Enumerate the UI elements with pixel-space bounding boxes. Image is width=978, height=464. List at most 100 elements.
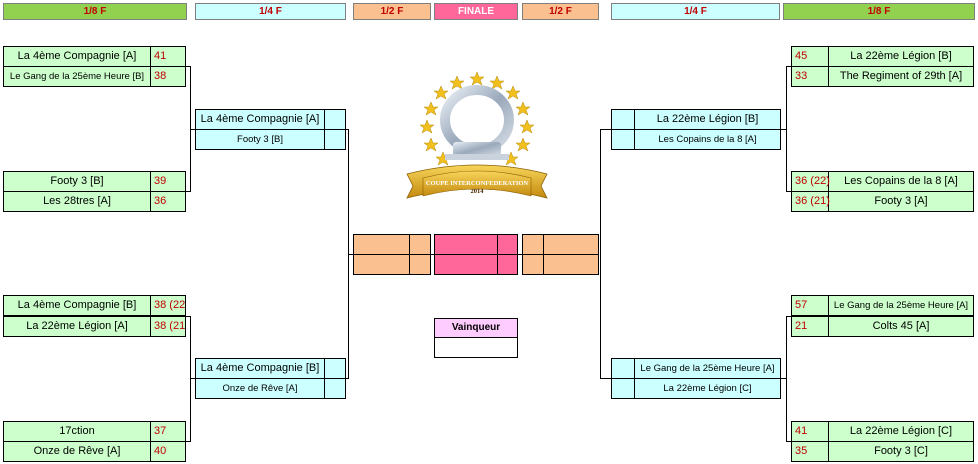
team-score [324, 359, 345, 378]
cell-divider [523, 254, 598, 255]
team-score: 38 (22) [150, 296, 185, 315]
team-name: La 4ème Compagnie [B] [200, 362, 320, 374]
right-r16-team-6: 21 Colts 45 [A] [791, 316, 974, 337]
team-score: 36 (22) [792, 172, 830, 191]
left-qf-team-3: La 4ème Compagnie [B] [195, 358, 346, 379]
bracket-line [786, 66, 791, 67]
team-name: Le Gang de la 25ème Heure [A] [833, 300, 969, 311]
right-r16-team-3: 36 (22) Les Copains de la 8 [A] [791, 171, 974, 192]
team-score [612, 110, 635, 129]
bracket-line [786, 191, 791, 192]
team-score: 45 [792, 47, 829, 66]
team-name: Onze de Rêve [A] [33, 445, 121, 457]
team-score [324, 379, 345, 398]
team-name: 17ction [59, 425, 95, 437]
bracket-line [786, 441, 791, 442]
left-r16-team-5: La 4ème Compagnie [B] 38 (22) [3, 295, 186, 316]
team-name: Footy 3 [B] [237, 134, 283, 145]
team-name: Le Gang de la 25ème Heure [B] [9, 71, 145, 82]
header-right-round-of-16: 1/8 F [783, 3, 975, 20]
bracket-line [781, 378, 787, 379]
bracket-line [186, 441, 191, 442]
header-right-quarter-final: 1/4 F [611, 3, 780, 20]
right-r16-team-2: 33 The Regiment of 29th [A] [791, 66, 974, 87]
team-name: La 4ème Compagnie [A] [17, 50, 137, 62]
team-score [324, 130, 345, 149]
left-r16-team-3: Footy 3 [B] 39 [3, 171, 186, 192]
header-left-quarter-final: 1/4 F [195, 3, 346, 20]
header-right-semi-final: 1/2 F [522, 3, 599, 20]
team-name: The Regiment of 29th [A] [839, 70, 963, 82]
team-name: La 22ème Légion [A] [26, 320, 128, 332]
cell-divider [409, 235, 410, 274]
bracket-line [600, 378, 611, 379]
cell-divider [435, 254, 517, 255]
team-score: 36 (21) [792, 192, 830, 211]
team-name: Les 28tres [A] [43, 195, 111, 207]
bracket-line [348, 254, 353, 255]
bracket-line [190, 316, 191, 442]
team-name: La 22ème Légion [C] [849, 425, 953, 437]
winner-label: Vainqueur [434, 318, 518, 338]
team-name: La 22ème Légion [B] [850, 50, 952, 62]
header-left-round-of-16: 1/8 F [3, 3, 187, 20]
left-r16-team-7: 17ction 37 [3, 421, 186, 442]
laurel-wreath [440, 85, 514, 160]
team-score: 40 [150, 442, 185, 461]
team-name: Onze de Rêve [A] [222, 383, 298, 394]
right-qf-team-2: Les Copains de la 8 [A] [611, 129, 781, 150]
team-score: 38 (21) [150, 317, 185, 336]
bracket-line [786, 316, 787, 442]
left-r16-team-2: Le Gang de la 25ème Heure [B] 38 [3, 66, 186, 87]
logo-year: 2014 [471, 188, 485, 195]
bracket-line [518, 254, 522, 255]
team-name: Les Copains de la 8 [A] [844, 175, 958, 187]
left-r16-team-6: La 22ème Légion [A] 38 (21) [3, 316, 186, 337]
left-qf-team-1: La 4ème Compagnie [A] [195, 109, 346, 130]
team-score [612, 130, 635, 149]
team-name: La 22ème Légion [B] [656, 113, 759, 125]
bracket-line [186, 316, 191, 317]
team-name: Footy 3 [A] [874, 195, 928, 207]
bracket-line [346, 129, 349, 130]
bracket-line [190, 378, 195, 379]
team-name: La 4ème Compagnie [A] [200, 113, 320, 125]
team-score: 41 [792, 422, 829, 441]
left-r16-team-1: La 4ème Compagnie [A] 41 [3, 46, 186, 67]
bracket-line [186, 66, 191, 67]
left-r16-team-4: Les 28tres [A] 36 [3, 191, 186, 212]
right-qf-team-1: La 22ème Légion [B] [611, 109, 781, 130]
team-name: La 22ème Légion [C] [663, 383, 752, 394]
header-final: FINALE [434, 3, 518, 20]
team-name: Footy 3 [C] [874, 445, 928, 457]
right-qf-team-4: La 22ème Légion [C] [611, 378, 781, 399]
team-name: Colts 45 [A] [872, 320, 930, 332]
team-score: 38 [150, 67, 185, 86]
stars-ring [419, 71, 535, 166]
bracket-line [600, 129, 611, 130]
team-score: 37 [150, 422, 185, 441]
team-score: 41 [150, 47, 185, 66]
team-name: Le Gang de la 25ème Heure [A] [640, 363, 775, 374]
team-score [612, 359, 635, 378]
final-box [434, 234, 518, 275]
trophy-logo: COUPE INTERCONFEDERATION 2014 [405, 70, 549, 210]
left-r16-team-8: Onze de Rêve [A] 40 [3, 441, 186, 462]
team-score: 39 [150, 172, 185, 191]
right-r16-team-4: 36 (21) Footy 3 [A] [791, 191, 974, 212]
team-score: 33 [792, 67, 829, 86]
team-score: 35 [792, 442, 829, 461]
right-semi-final-box [522, 234, 599, 275]
team-score: 21 [792, 317, 829, 336]
winner-value [434, 337, 518, 358]
bracket-line [781, 129, 787, 130]
right-r16-team-8: 35 Footy 3 [C] [791, 441, 974, 462]
bracket-line [190, 129, 195, 130]
bracket-line [346, 378, 349, 379]
header-left-semi-final: 1/2 F [353, 3, 431, 20]
left-qf-team-2: Footy 3 [B] [195, 129, 346, 150]
left-semi-final-box [353, 234, 431, 275]
bracket-line [431, 254, 434, 255]
right-qf-team-3: Le Gang de la 25ème Heure [A] [611, 358, 781, 379]
right-r16-team-7: 41 La 22ème Légion [C] [791, 421, 974, 442]
